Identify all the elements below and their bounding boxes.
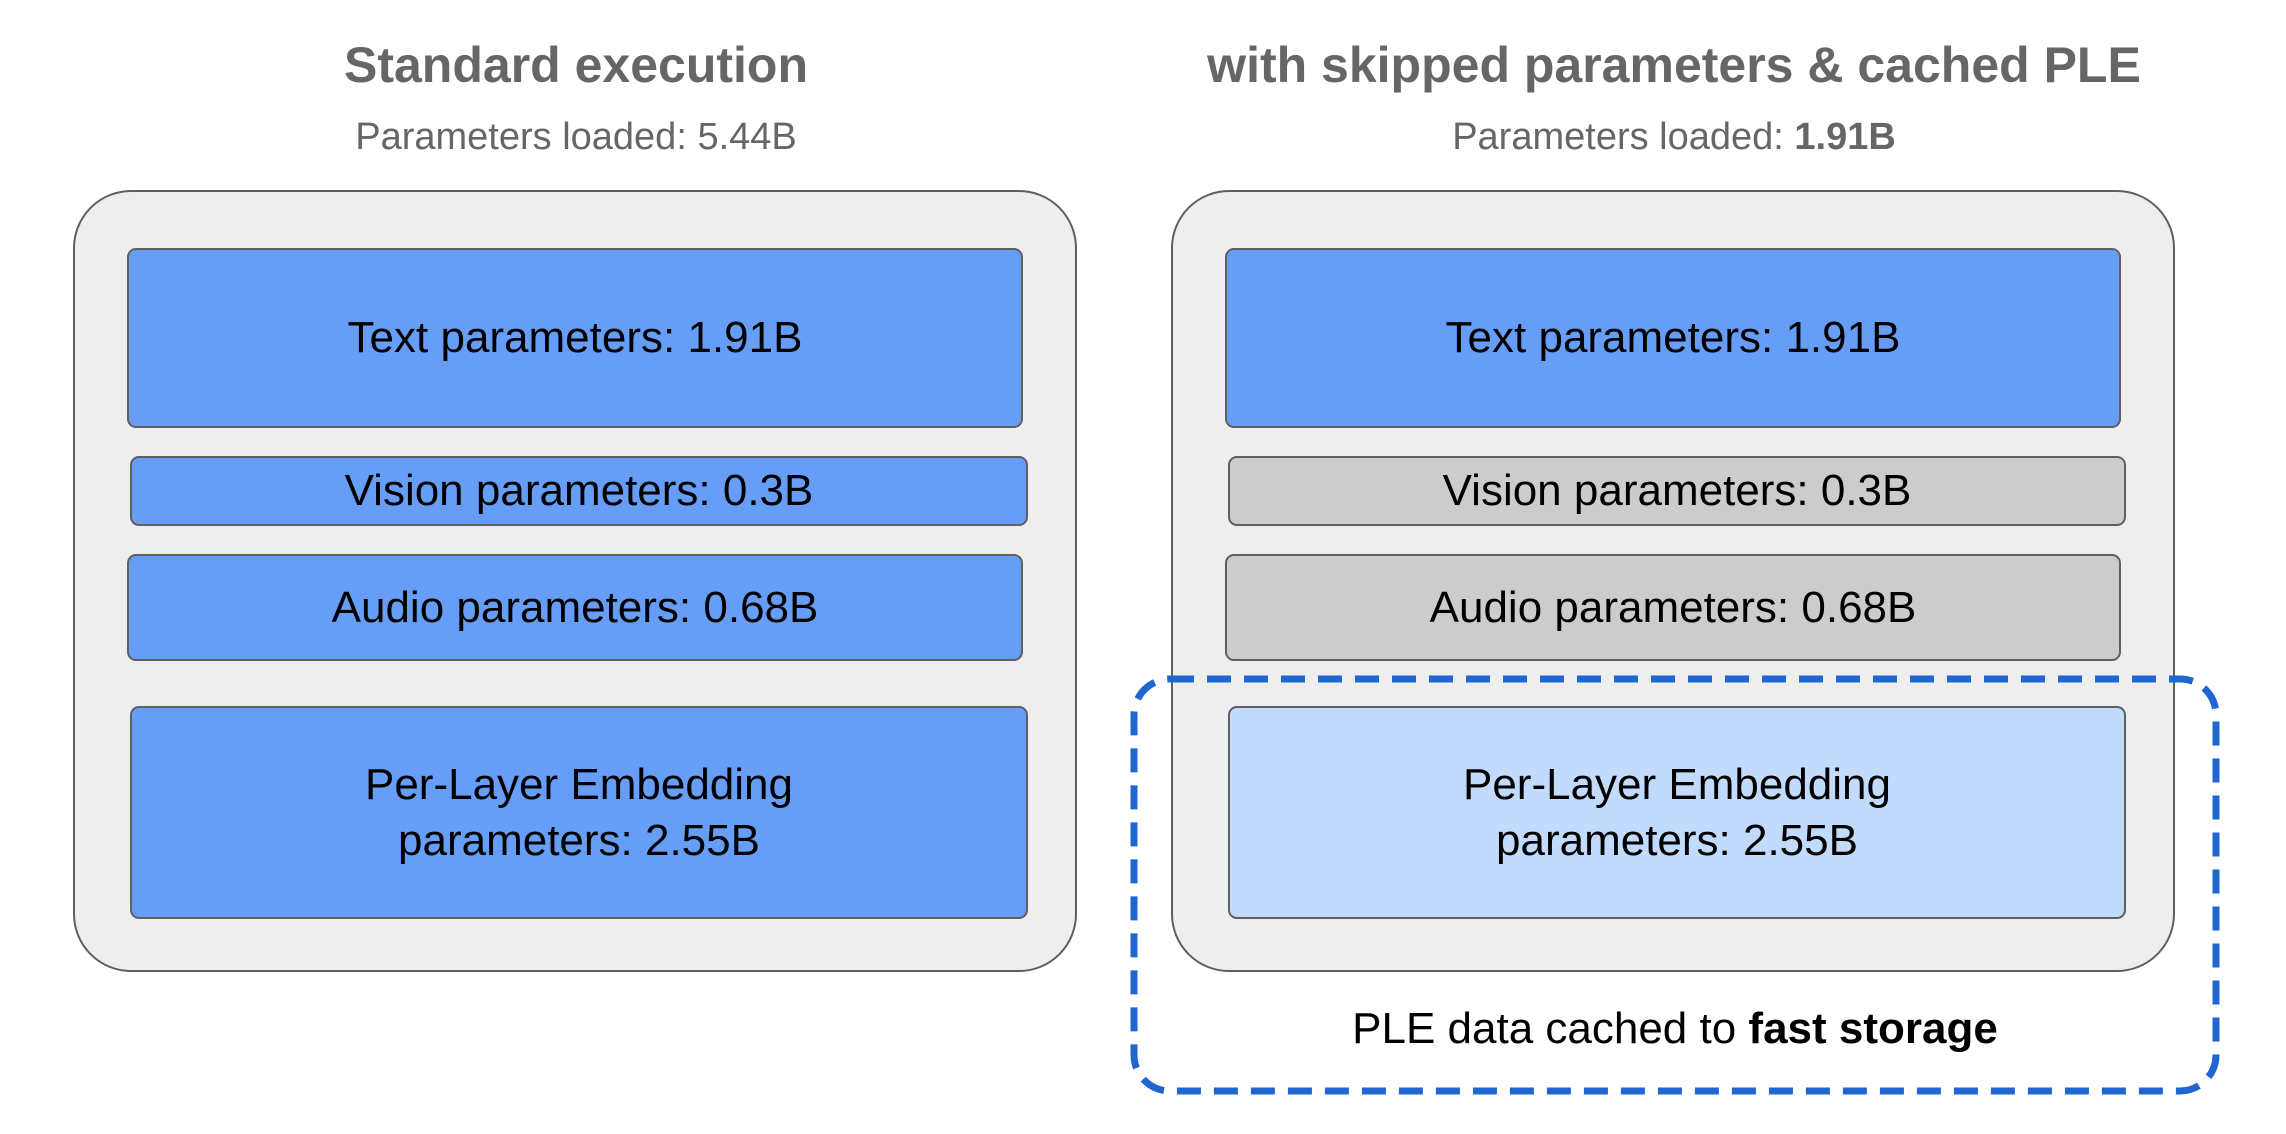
- ple-label-line1: Per-Layer Embedding: [1462, 759, 1891, 809]
- ple-label-line1: Per-Layer Embedding: [364, 759, 793, 809]
- audio-parameters-label: Audio parameters: 0.68B: [331, 582, 819, 632]
- text-parameters-label: Text parameters: 1.91B: [1445, 313, 1901, 362]
- cache-caption-emphasis: fast storage: [1748, 1004, 1998, 1053]
- vision-parameters-box-skipped: Vision parameters: 0.3B: [1228, 456, 2126, 526]
- audio-parameters-box: Audio parameters: 0.68B: [127, 554, 1023, 661]
- standard-params-loaded: Parameters loaded: 5.44B: [73, 116, 1079, 159]
- text-parameters-label: Text parameters: 1.91B: [347, 313, 803, 362]
- standard-execution-title: Standard execution: [344, 37, 808, 93]
- text-parameters-box: Text parameters: 1.91B: [1225, 248, 2121, 428]
- audio-parameters-label: Audio parameters: 0.68B: [1429, 582, 1917, 632]
- audio-parameters-box-skipped: Audio parameters: 0.68B: [1225, 554, 2121, 661]
- cache-caption: PLE data cached to fast storage: [1134, 1004, 2216, 1054]
- ple-parameters-box: Per-Layer Embedding parameters: 2.55B: [130, 706, 1028, 919]
- text-parameters-box: Text parameters: 1.91B: [127, 248, 1023, 428]
- vision-parameters-label: Vision parameters: 0.3B: [1442, 466, 1912, 515]
- vision-parameters-label: Vision parameters: 0.3B: [344, 466, 814, 515]
- ple-parameters-box-cached: Per-Layer Embedding parameters: 2.55B: [1228, 706, 2126, 919]
- optimized-params-loaded: Parameters loaded: 1.91B: [1171, 116, 2177, 159]
- params-loaded-value: 5.44B: [697, 116, 797, 158]
- ple-label-line2: parameters: 2.55B: [398, 815, 760, 865]
- params-loaded-label: Parameters loaded:: [1452, 116, 1795, 158]
- ple-label-line2: parameters: 2.55B: [1496, 815, 1858, 865]
- cache-caption-text: PLE data cached to: [1352, 1004, 1749, 1053]
- optimized-execution-title: with skipped parameters & cached PLE: [1207, 37, 2141, 93]
- params-loaded-label: Parameters loaded:: [355, 116, 698, 158]
- vision-parameters-box: Vision parameters: 0.3B: [130, 456, 1028, 526]
- params-loaded-value: 1.91B: [1794, 116, 1896, 158]
